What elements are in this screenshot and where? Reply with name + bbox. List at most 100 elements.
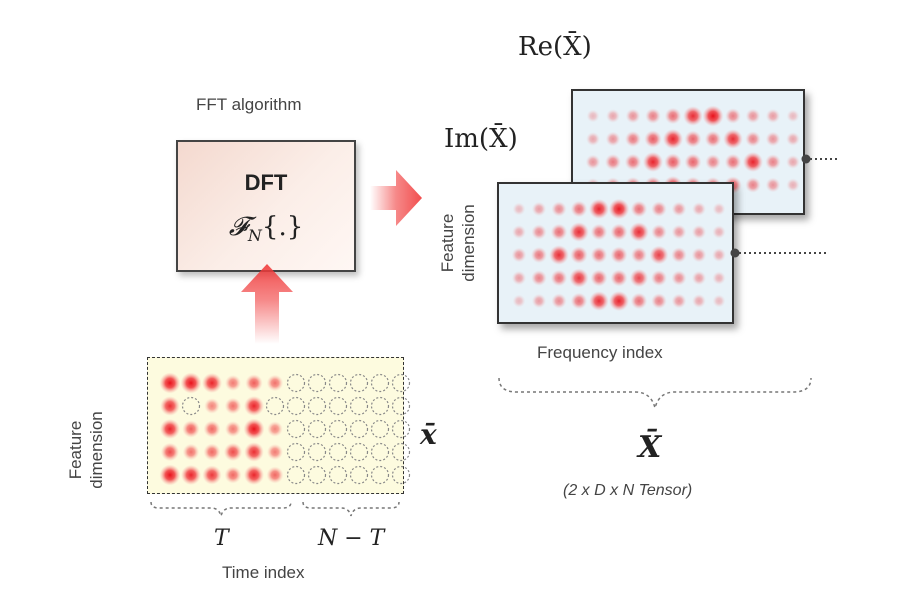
grid-dot [244,442,264,462]
grid-dot [608,198,630,220]
grid-dot [182,420,200,438]
imag-part-label: Im(X̄) [444,124,518,154]
output-ylabel: Feature dimension [437,178,487,308]
grid-dot [286,419,306,439]
grid-dot [551,293,567,309]
grid-dot [570,200,588,218]
grid-dot [307,396,327,416]
grid-dot [630,246,648,264]
grid-dot [604,153,622,171]
grid-dot [765,131,781,147]
grid-dot [530,246,548,264]
grid-dot [160,396,180,416]
dft-operator-symbol: 𝓕 [228,212,248,242]
grid-dot [702,105,724,127]
grid-dot [745,131,761,147]
grid-dot [629,268,649,288]
grid-dot [570,292,588,310]
grid-dot [786,178,800,192]
grid-dot [671,293,687,309]
grid-dot [159,418,181,440]
grid-dot [645,108,661,124]
dft-block: DFT 𝓕N{.} [176,140,356,272]
grid-dot [204,398,220,414]
grid-dot [266,443,284,461]
dft-operator: 𝓕N{.} [178,212,354,245]
grid-dot [180,372,202,394]
grid-dot [712,248,726,262]
grid-dot [590,223,608,241]
grid-dot [531,224,547,240]
grid-dot [649,245,669,265]
right-arrow-icon [370,170,422,226]
grid-dot [307,442,327,462]
grid-dot [590,246,608,264]
grid-dot [328,465,348,485]
grid-dot [160,442,180,462]
grid-dot [651,293,667,309]
grid-dot [586,132,600,146]
input-ylabel-line2: dimension [87,411,106,489]
output-brace [498,377,812,409]
grid-dot [605,131,621,147]
tensor-shape-label: (2 x D x N Tensor) [563,482,693,499]
input-grid [159,372,411,486]
grid-dot [370,373,390,393]
grid-dot [349,396,369,416]
input-symbol: x̄ [420,418,437,451]
brace-t [150,501,292,517]
grid-dot [683,106,703,126]
grid-dot [349,419,369,439]
grid-dot [391,442,411,462]
grid-dot [765,177,781,193]
grid-dot [266,466,284,484]
grid-dot [644,130,662,148]
grid-dot [243,464,265,486]
real-part-grid [585,105,800,195]
grid-dot [224,374,242,392]
grid-dot [223,442,243,462]
grid-dot [349,373,369,393]
grid-dot [671,247,687,263]
grid-dot [265,396,285,416]
grid-dot [664,153,682,171]
grid-dot [585,154,601,170]
grid-dot [745,108,761,124]
grid-dot [684,153,702,171]
grid-dot [328,419,348,439]
grid-dot [531,270,547,286]
grid-dot [159,464,181,486]
grid-dot [624,130,642,148]
grid-dot [328,373,348,393]
dft-operator-argument: {.} [261,212,304,242]
grid-dot [662,128,684,150]
brace-n-minus-t [302,501,400,517]
fft-algorithm-caption: FFT algorithm [196,95,302,114]
grid-dot [642,151,664,173]
grid-dot [724,153,742,171]
brace-t-label: T [214,526,229,551]
grid-dot [570,246,588,264]
grid-dot [245,374,263,392]
grid-dot [531,201,547,217]
grid-dot [307,373,327,393]
imag-part-grid [511,198,726,312]
grid-dot [391,373,411,393]
time-index-label: Time index [222,563,305,582]
input-matrix [147,357,411,494]
grid-dot [712,271,726,285]
grid-dot [370,465,390,485]
grid-dot [266,374,284,392]
grid-dot [651,201,667,217]
grid-dot [511,270,527,286]
grid-dot [588,198,610,220]
imag-part-panel [497,182,734,324]
grid-dot [370,442,390,462]
grid-dot [610,223,628,241]
up-arrow-icon [241,264,293,344]
grid-dot [180,464,202,486]
grid-dot [786,132,800,146]
grid-dot [328,442,348,462]
real-part-connector [801,154,840,164]
grid-dot [651,224,667,240]
